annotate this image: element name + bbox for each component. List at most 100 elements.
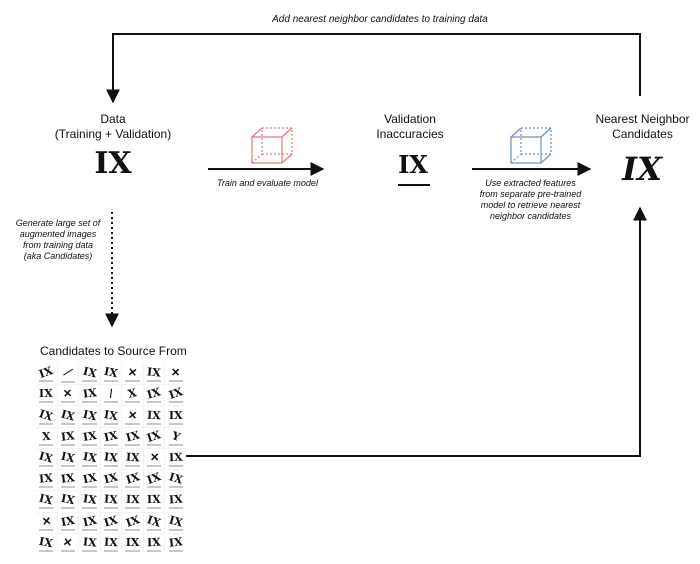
candidate-caption [146, 422, 162, 425]
candidate-caption [103, 443, 119, 446]
candidate-caption [168, 486, 183, 489]
candidate-caption [168, 464, 183, 467]
data-node-title: Data (Training + Validation) [48, 112, 178, 142]
candidate-thumbnail: IX [79, 533, 100, 554]
candidate-thumbnail: IX [100, 427, 122, 448]
candidate-thumbnail: ✕ [57, 533, 79, 554]
candidate-thumbnail: IX [143, 385, 165, 406]
candidate-caption [39, 401, 54, 404]
candidate-glyph: IX [167, 513, 184, 530]
candidate-caption [82, 464, 97, 467]
candidate-caption [168, 401, 183, 404]
candidate-glyph: X [41, 429, 51, 443]
validation-title-line2: Inaccuracies [376, 127, 444, 141]
candidate-glyph: IX [103, 492, 119, 508]
candidate-thumbnail: IX [79, 512, 100, 533]
candidate-glyph: IX [103, 407, 119, 423]
candidate-glyph: IX [123, 512, 142, 530]
candidate-thumbnail: IX [143, 406, 165, 427]
candidate-caption [125, 549, 140, 552]
candidate-caption [103, 486, 119, 489]
candidate-caption [39, 528, 54, 531]
candidate-caption [146, 380, 162, 383]
candidate-caption [39, 507, 54, 510]
candidate-thumbnail: ✕ [122, 364, 143, 385]
candidate-thumbnail: IX [79, 385, 100, 406]
candidate-thumbnail: Y [165, 427, 186, 448]
features-label: Use extracted features from separate pre… [468, 178, 593, 222]
candidate-thumbnail: IX [79, 470, 100, 491]
candidate-glyph: IX [81, 407, 98, 423]
candidate-caption [39, 422, 54, 425]
candidate-caption [60, 380, 76, 383]
candidate-glyph: ✕ [40, 514, 52, 529]
candidate-thumbnail: IX [100, 448, 122, 470]
candidate-glyph: IX [125, 493, 140, 507]
candidate-glyph: IX [59, 406, 77, 424]
candidate-thumbnail: IX [36, 533, 57, 554]
candidate-caption [82, 380, 97, 383]
candidate-glyph: IX [38, 491, 55, 508]
augment-label-line: Generate large set of [15, 218, 101, 228]
candidate-glyph: IX [146, 535, 162, 550]
candidate-glyph: IX [38, 534, 55, 551]
candidates-title: Candidates to Source From [40, 344, 187, 358]
candidate-thumbnail: IX [122, 512, 143, 533]
candidate-thumbnail: IX [165, 491, 186, 512]
nearest-title-line1: Nearest Neighbor [595, 112, 690, 126]
candidate-thumbnail: IX [100, 406, 122, 427]
candidate-caption [82, 549, 97, 552]
candidate-glyph: ✕ [127, 408, 138, 422]
candidate-thumbnail: IX [57, 470, 79, 491]
candidate-glyph: IX [168, 535, 184, 550]
candidate-thumbnail: IX [57, 406, 79, 427]
candidate-glyph: IX [81, 492, 98, 508]
candidate-caption [146, 507, 162, 510]
candidate-thumbnail: ✕ [36, 512, 57, 533]
candidate-caption [125, 464, 140, 467]
candidate-thumbnail: IX [36, 385, 57, 406]
candidate-caption [39, 443, 54, 446]
candidate-glyph: ✕ [62, 535, 74, 550]
candidate-caption [125, 422, 140, 425]
candidate-caption [125, 401, 140, 404]
validation-underline [398, 184, 430, 186]
candidate-thumbnail: IX [79, 406, 100, 427]
candidate-caption [82, 507, 97, 510]
candidate-thumbnail: IX [143, 470, 165, 491]
candidate-thumbnail: IX [165, 385, 186, 406]
candidate-thumbnail: IX [100, 364, 122, 385]
candidate-caption [103, 422, 119, 425]
candidate-glyph: / [107, 387, 115, 401]
candidate-glyph: Y [169, 428, 182, 444]
candidate-glyph: IX [145, 512, 163, 530]
data-title-line1: Data [100, 112, 126, 126]
candidate-caption [82, 401, 97, 404]
candidate-glyph: IX [38, 471, 54, 486]
candidate-glyph: IX [39, 387, 54, 401]
candidate-glyph: IX [81, 364, 98, 381]
candidate-glyph: IX [168, 408, 183, 422]
candidate-caption [125, 443, 140, 446]
candidate-thumbnail: IX [143, 364, 165, 385]
candidate-thumbnail: ✕ [122, 406, 143, 427]
candidate-glyph: IX [125, 535, 140, 549]
augment-label-line: (aka Candidates) [23, 251, 93, 261]
candidate-caption [39, 549, 54, 552]
candidate-caption [60, 443, 76, 446]
candidate-thumbnail: IX [36, 470, 57, 491]
feature-model-cube-icon [510, 127, 552, 164]
candidate-caption [82, 443, 97, 446]
candidate-glyph: IX [167, 385, 185, 403]
candidate-thumbnail: IX [79, 427, 100, 448]
features-label-line: from separate pre-trained [479, 189, 582, 199]
candidate-caption [168, 549, 183, 552]
candidate-caption [39, 380, 54, 383]
validation-node-title: Validation Inaccuracies [355, 112, 465, 142]
candidate-thumbnail: IX [36, 406, 57, 427]
candidate-caption [60, 549, 76, 552]
candidate-caption [103, 549, 119, 552]
nearest-sample-image: IX [622, 150, 662, 188]
candidate-caption [60, 422, 76, 425]
